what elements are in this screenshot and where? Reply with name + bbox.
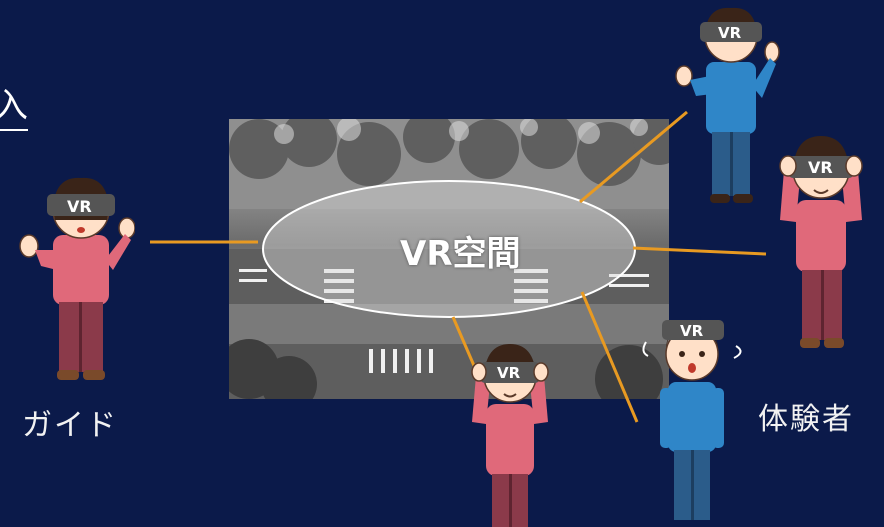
participant-1-connector bbox=[580, 112, 687, 202]
guide-hand-left bbox=[20, 235, 38, 257]
guide-goggle-text: VR bbox=[67, 197, 92, 216]
svg-text:VR: VR bbox=[718, 24, 742, 42]
svg-text:VR: VR bbox=[497, 364, 521, 382]
participant-figure-2: VR bbox=[766, 130, 876, 355]
guide-figure: VR bbox=[15, 170, 135, 385]
participant-2-connector bbox=[633, 248, 766, 254]
guide-label: ガイド bbox=[22, 400, 118, 444]
participant-figure-4: VR bbox=[462, 340, 558, 527]
participant-3-connector bbox=[582, 292, 637, 422]
svg-text:VR: VR bbox=[808, 158, 833, 177]
vr-space-label: VR空間 bbox=[400, 226, 521, 275]
participant-label: 体験者 bbox=[758, 394, 854, 438]
svg-text:VR: VR bbox=[680, 322, 704, 340]
participant-figure-3: VR bbox=[640, 312, 750, 527]
guide-hand-right bbox=[119, 218, 135, 238]
